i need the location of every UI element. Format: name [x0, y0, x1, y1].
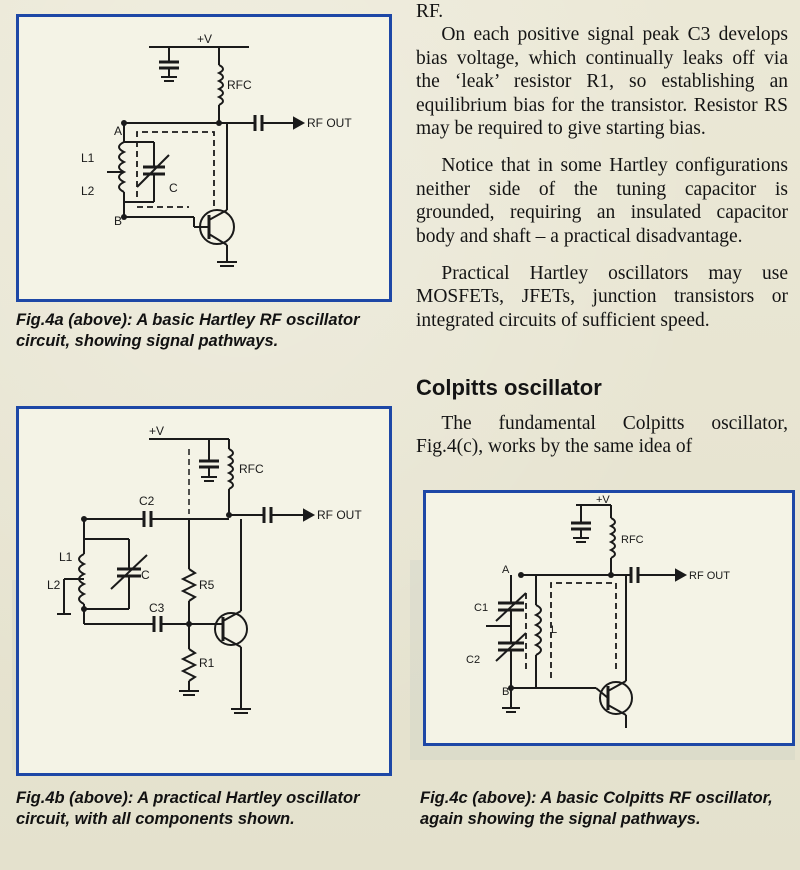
- figure-4b-frame: +V RFC RF OUT C2 C3 L1 L2 C R5 R1: [16, 406, 392, 776]
- fig4b-r1-label: R1: [199, 656, 215, 670]
- hartley-practical-schematic: +V RFC RF OUT C2 C3 L1 L2 C R5 R1: [47, 424, 362, 714]
- paragraph-devices: Practical Hartley oscillators may use MO…: [416, 263, 788, 331]
- fig4a-l1-label: L1: [81, 151, 95, 165]
- fig4b-r5-label: R5: [199, 578, 215, 592]
- fig4b-rfc-label: RFC: [239, 462, 264, 476]
- fig4b-l1-label: L1: [59, 550, 73, 564]
- fig4b-l2-label: L2: [47, 578, 61, 592]
- article-column-lower: The fundamental Colpitts oscillator, Fig…: [416, 412, 788, 459]
- caption-fig4a: Fig.4a (above): A basic Hartley RF oscil…: [16, 311, 360, 350]
- fig4c-rfc-label: RFC: [621, 534, 644, 546]
- caption-fig4b: Fig.4b (above): A practical Hartley osci…: [16, 789, 360, 828]
- section-heading: Colpitts oscillator: [416, 375, 602, 400]
- fig4c-c1-label: C1: [474, 602, 488, 614]
- article-column: RF. On each positive signal peak C3 deve…: [416, 0, 788, 332]
- fig4b-c3-label: C3: [149, 601, 165, 615]
- caption-fig4c: Fig.4c (above): A basic Colpitts RF osci…: [420, 789, 773, 828]
- fig4a-out-label: RF OUT: [307, 116, 352, 130]
- fig4a-supply-label: +V: [197, 32, 212, 46]
- fig4a-node-b: B: [114, 214, 122, 228]
- fig4b-out-label: RF OUT: [317, 508, 362, 522]
- fig4a-rfc-label: RFC: [227, 78, 252, 92]
- fig4a-c-label: C: [169, 181, 178, 195]
- fig4b-supply-label: +V: [149, 424, 164, 438]
- fig4c-out-label: RF OUT: [689, 570, 730, 582]
- paragraph-colpitts: The fundamental Colpitts oscillator, Fig…: [416, 413, 788, 458]
- figure-4c-frame: +V RFC RF OUT A B C1 C2 L: [423, 490, 795, 746]
- paragraph-continuation: RF.: [416, 1, 444, 22]
- fig4b-c-label: C: [141, 568, 150, 582]
- figure-4a-frame: +V RFC RF OUT A B L1 L2 C: [16, 14, 392, 302]
- fig4b-c2-label: C2: [139, 494, 155, 508]
- colpitts-schematic: +V RFC RF OUT A B C1 C2 L: [466, 494, 730, 728]
- fig4c-node-b: B: [502, 686, 509, 698]
- fig4c-c2-label: C2: [466, 654, 480, 666]
- fig4a-node-a: A: [114, 124, 122, 138]
- fig4a-l2-label: L2: [81, 184, 95, 198]
- paragraph-bias: On each positive signal peak C3 develops…: [416, 24, 788, 140]
- fig4c-supply-label: +V: [596, 494, 610, 506]
- fig4c-node-a: A: [502, 564, 510, 576]
- fig4c-l-label: L: [551, 624, 557, 636]
- hartley-basic-schematic: +V RFC RF OUT A B L1 L2 C: [81, 32, 352, 267]
- paragraph-grounding: Notice that in some Hartley configuratio…: [416, 155, 788, 247]
